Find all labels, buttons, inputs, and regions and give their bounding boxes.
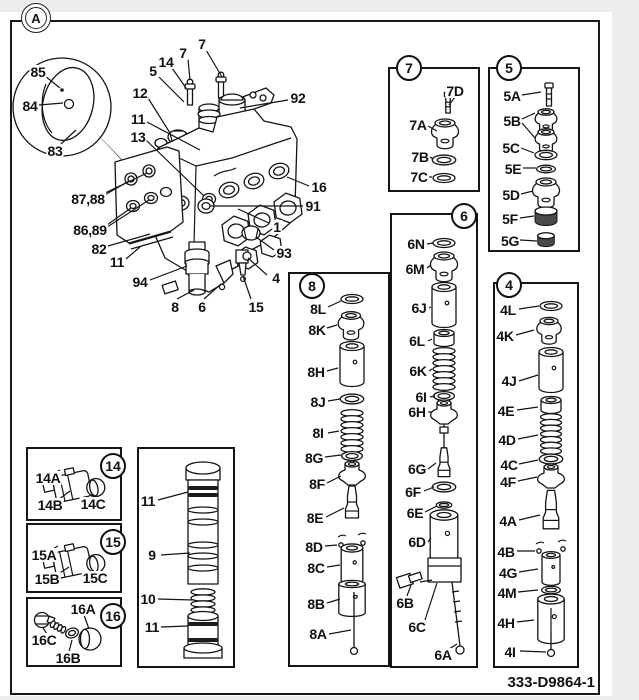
drawing-border-frame (10, 20, 600, 695)
scan-margin-top (0, 0, 639, 12)
drawing-number: 333-D9864-1 (507, 674, 595, 691)
part-solenoid-14 (40, 461, 108, 508)
part-solenoid-15 (40, 537, 108, 584)
valve-body-drawing (103, 50, 309, 299)
part-stack-16 (35, 613, 102, 653)
view-label: A (25, 7, 47, 29)
part-stack-spool (158, 462, 222, 658)
scan-margin-bottom (0, 696, 639, 700)
view-label-circle: A (21, 3, 51, 33)
detail-box-8: 8 (288, 272, 390, 667)
part-stack-8 (325, 293, 366, 655)
detail-box-8-number: 8 (299, 273, 325, 299)
detail-box-16-number: 16 (100, 603, 126, 629)
detail-box-14-number: 14 (100, 453, 126, 479)
magnifier-view (13, 58, 111, 156)
part-stack-7 (428, 91, 460, 184)
detail-box-4-number: 4 (496, 272, 522, 298)
detail-box-7-number: 7 (396, 55, 422, 81)
detail-box-7: 7 (388, 55, 480, 192)
main-leader-lines (103, 50, 309, 299)
scan-margin-right (612, 0, 639, 700)
detail-box-15-number: 15 (100, 529, 126, 555)
part-stack-5 (520, 82, 561, 248)
detail-box-6-number: 6 (451, 203, 477, 229)
part-stack-6 (397, 237, 464, 655)
detail-box-5-number: 5 (496, 55, 522, 81)
part-stack-4 (516, 300, 566, 657)
